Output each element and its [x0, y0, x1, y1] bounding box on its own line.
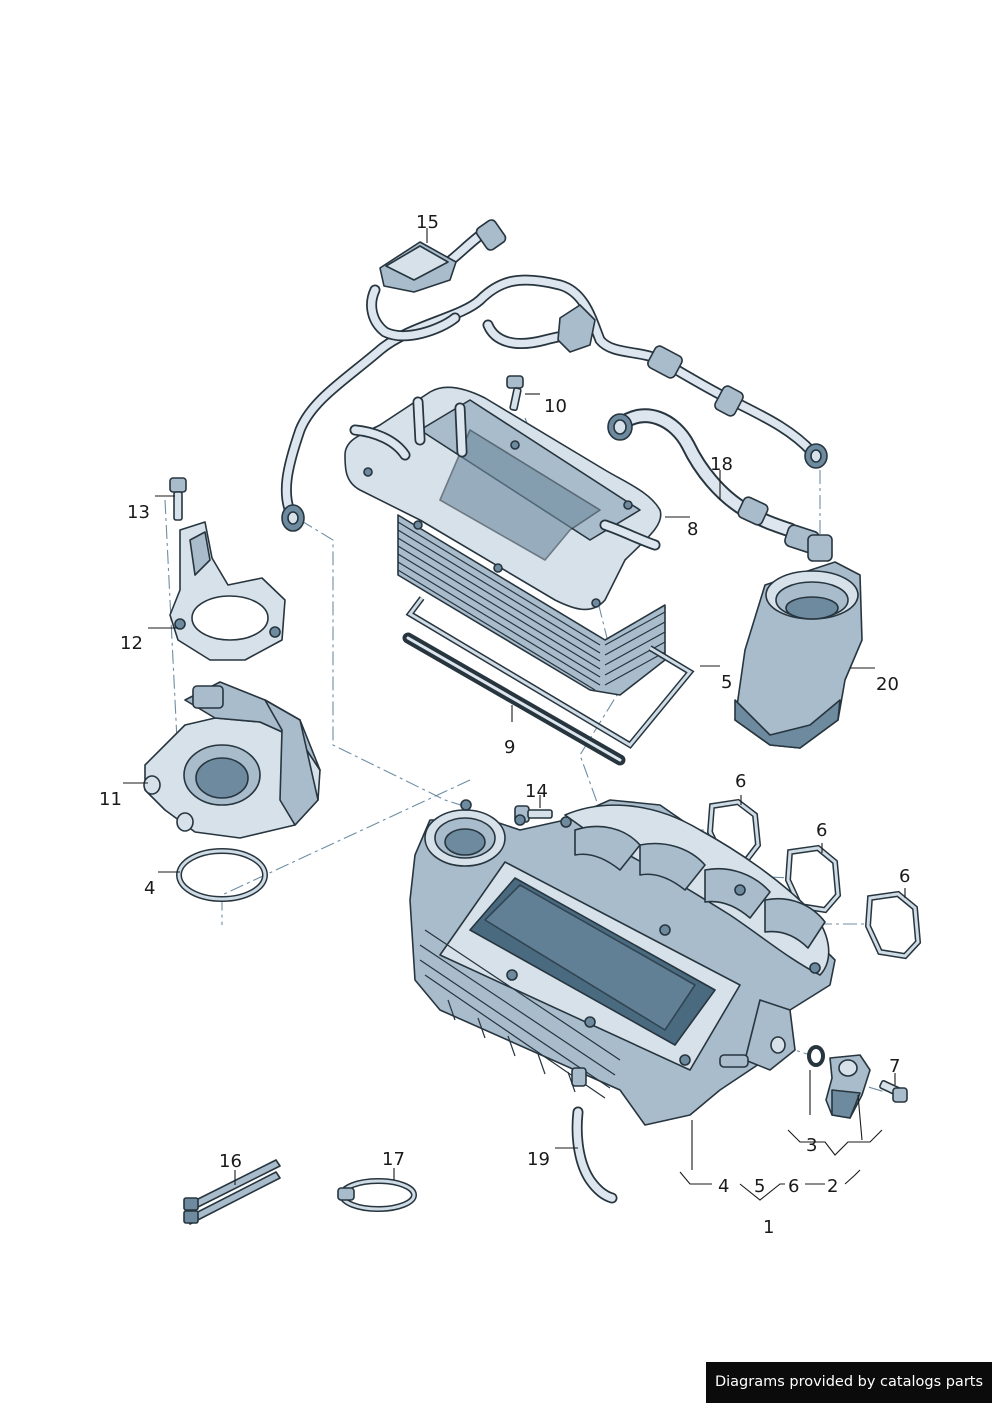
callout-12: 12: [120, 633, 143, 654]
callout-8: 8: [687, 519, 698, 540]
bolt-part-7: [879, 1080, 908, 1103]
callout-6-third: 6: [899, 866, 910, 887]
callout-11: 11: [99, 789, 122, 810]
bracket-part-12: [169, 521, 286, 661]
callout-5-gasket: 5: [721, 672, 732, 693]
hose-clamp-part-17: [337, 1178, 417, 1212]
callout-10: 10: [544, 396, 567, 417]
callout-17: 17: [382, 1149, 405, 1170]
callout-3: 3: [806, 1135, 817, 1156]
callout-9: 9: [504, 737, 515, 758]
throttle-body-part-11: [143, 681, 321, 839]
cable-ties-part-16: [183, 1159, 281, 1225]
manifold-runners: [574, 825, 826, 949]
bolt-part-13: [169, 477, 187, 521]
housing-part-20: [734, 524, 863, 749]
cooler-fins: [397, 521, 666, 691]
callout-1: 1: [763, 1217, 774, 1238]
callout-16: 16: [219, 1151, 242, 1172]
credit-banner: Diagrams provided by catalogs parts: [706, 1362, 992, 1403]
o-ring-part-4: [176, 848, 268, 902]
callout-2: 2: [827, 1176, 838, 1197]
callout-7: 7: [889, 1056, 900, 1077]
gasket-frame-part-5: [405, 596, 695, 749]
callout-19: 19: [527, 1149, 550, 1170]
callout-4-o-ring: 4: [144, 878, 155, 899]
intake-manifold-part-1: [409, 799, 836, 1126]
hose-assembly-part-15: [280, 219, 828, 532]
callout-6-second: 6: [816, 820, 827, 841]
short-hose-part-18: [607, 408, 798, 538]
sensor-part-3: [825, 1054, 871, 1119]
bolt-part-10: [506, 375, 524, 412]
o-ring-part-2: [807, 1045, 825, 1067]
callout-5-kit: 5: [754, 1176, 765, 1197]
seal-strip-part-9: [402, 632, 626, 766]
callout-14: 14: [525, 781, 548, 802]
callout-4-kit: 4: [718, 1176, 729, 1197]
callout-18: 18: [710, 454, 733, 475]
hose-part-19: [571, 1106, 618, 1204]
callout-13: 13: [127, 502, 150, 523]
charge-air-cooler-part-8: [344, 386, 666, 696]
callout-20: 20: [876, 674, 899, 695]
callout-6-first: 6: [735, 771, 746, 792]
leader-lines: [123, 228, 906, 1201]
callout-labels: 15 10 18 13 8 12 5 20 9 6 14 11 6 6 4 7 …: [99, 212, 910, 1238]
callout-15: 15: [416, 212, 439, 233]
callout-6-kit: 6: [788, 1176, 799, 1197]
